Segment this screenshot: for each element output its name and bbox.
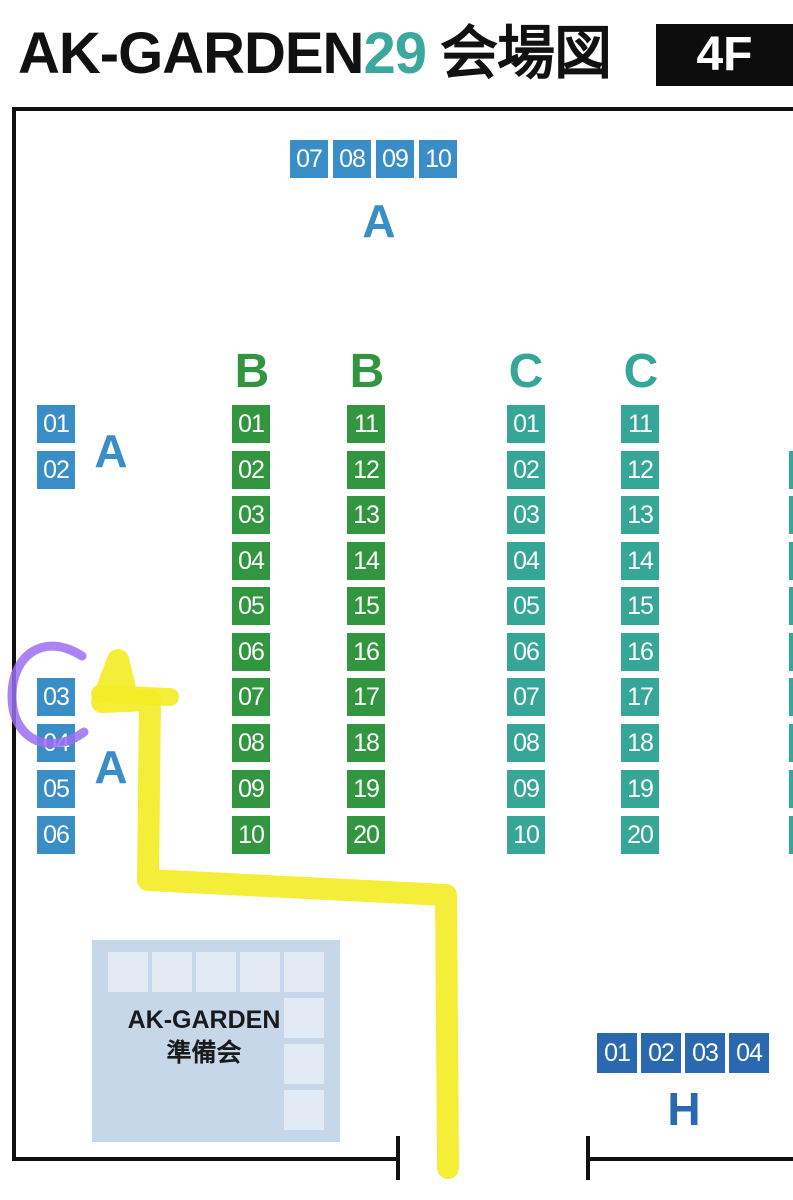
prep-cell: [240, 952, 280, 992]
booth[interactable]: 01: [232, 405, 270, 443]
zone-label: C: [508, 345, 544, 398]
booth[interactable]: 02: [641, 1033, 681, 1073]
booth[interactable]: 07: [232, 678, 270, 716]
booth[interactable]: 06: [37, 816, 75, 854]
prep-cell: [108, 952, 148, 992]
booth[interactable]: 11: [621, 405, 659, 443]
zone-label: H: [667, 1083, 701, 1135]
booth[interactable]: 07: [290, 140, 328, 178]
booth[interactable]: 18: [621, 724, 659, 762]
booth[interactable]: 03: [232, 496, 270, 534]
floor-badge: 4F: [656, 24, 793, 86]
wall-top: [12, 107, 793, 111]
booth[interactable]: 18: [347, 724, 385, 762]
booth[interactable]: 08: [333, 140, 371, 178]
prep-cell: [152, 952, 192, 992]
booth[interactable]: 14: [621, 542, 659, 580]
booth[interactable]: 16: [621, 633, 659, 671]
booth-edge: [789, 770, 793, 808]
title-suffix: 会場図: [439, 21, 612, 86]
wall-door-post-left: [396, 1136, 400, 1180]
booth[interactable]: 11: [347, 405, 385, 443]
booth[interactable]: 19: [347, 770, 385, 808]
booth[interactable]: 01: [507, 405, 545, 443]
booth[interactable]: 20: [347, 816, 385, 854]
booth[interactable]: 01: [37, 405, 75, 443]
booth-edge: [789, 678, 793, 716]
wall-bottom-left: [12, 1157, 400, 1161]
booth-edge: [789, 816, 793, 854]
booth[interactable]: 04: [729, 1033, 769, 1073]
route-highlight: [91, 649, 459, 1179]
booth[interactable]: 15: [621, 587, 659, 625]
booth-edge: [789, 451, 793, 489]
booth[interactable]: 06: [232, 633, 270, 671]
booth[interactable]: 03: [37, 678, 75, 716]
booth[interactable]: 06: [507, 633, 545, 671]
booth[interactable]: 15: [347, 587, 385, 625]
booth[interactable]: 02: [37, 451, 75, 489]
prep-room-line2: 準備会: [166, 1039, 242, 1067]
booth[interactable]: 10: [419, 140, 457, 178]
booth[interactable]: 13: [621, 496, 659, 534]
booth-edge: [789, 724, 793, 762]
booth[interactable]: 02: [232, 451, 270, 489]
title-prefix: AK-GARDEN: [18, 21, 364, 86]
booth[interactable]: 08: [232, 724, 270, 762]
booth[interactable]: 08: [507, 724, 545, 762]
booth[interactable]: 09: [376, 140, 414, 178]
booth[interactable]: 01: [597, 1033, 637, 1073]
booth[interactable]: 16: [347, 633, 385, 671]
prep-room-label: AK-GARDEN 準備会: [112, 1004, 296, 1070]
wall-door-post-right: [586, 1136, 590, 1180]
booth[interactable]: 14: [347, 542, 385, 580]
booth[interactable]: 05: [507, 587, 545, 625]
prep-room-line1: AK-GARDEN: [127, 1006, 281, 1034]
booth[interactable]: 02: [507, 451, 545, 489]
booth[interactable]: 04: [507, 542, 545, 580]
circle-highlight: [7, 641, 89, 749]
booth[interactable]: 10: [232, 816, 270, 854]
booth[interactable]: 09: [232, 770, 270, 808]
title-number: 29: [363, 21, 427, 86]
booth[interactable]: 17: [347, 678, 385, 716]
booth[interactable]: 07: [507, 678, 545, 716]
booth[interactable]: 13: [347, 496, 385, 534]
booth-edge: [789, 542, 793, 580]
prep-cell: [196, 952, 236, 992]
prep-room: [92, 940, 340, 1142]
zone-label: B: [234, 345, 270, 398]
zone-label: C: [623, 345, 659, 398]
wall-bottom-right: [586, 1157, 793, 1161]
booth-edge: [789, 633, 793, 671]
booth[interactable]: 10: [507, 816, 545, 854]
booth[interactable]: 12: [347, 451, 385, 489]
booth[interactable]: 19: [621, 770, 659, 808]
booth[interactable]: 03: [685, 1033, 725, 1073]
booth-edge: [789, 496, 793, 534]
route-highlight-arm: [91, 685, 179, 706]
booth[interactable]: 17: [621, 678, 659, 716]
booth-edge: [789, 587, 793, 625]
zone-label: A: [362, 195, 396, 247]
booth[interactable]: 05: [232, 587, 270, 625]
booth[interactable]: 05: [37, 770, 75, 808]
booth[interactable]: 04: [232, 542, 270, 580]
prep-cell: [284, 998, 324, 1038]
prep-cell: [284, 1044, 324, 1084]
zone-label: A: [94, 425, 128, 477]
booth[interactable]: 12: [621, 451, 659, 489]
booth[interactable]: 09: [507, 770, 545, 808]
wall-left: [12, 107, 16, 1161]
booth[interactable]: 03: [507, 496, 545, 534]
prep-cell: [284, 1090, 324, 1130]
prep-cell: [284, 952, 324, 992]
booth[interactable]: 20: [621, 816, 659, 854]
zone-label: B: [349, 345, 385, 398]
zone-label: A: [94, 741, 128, 793]
